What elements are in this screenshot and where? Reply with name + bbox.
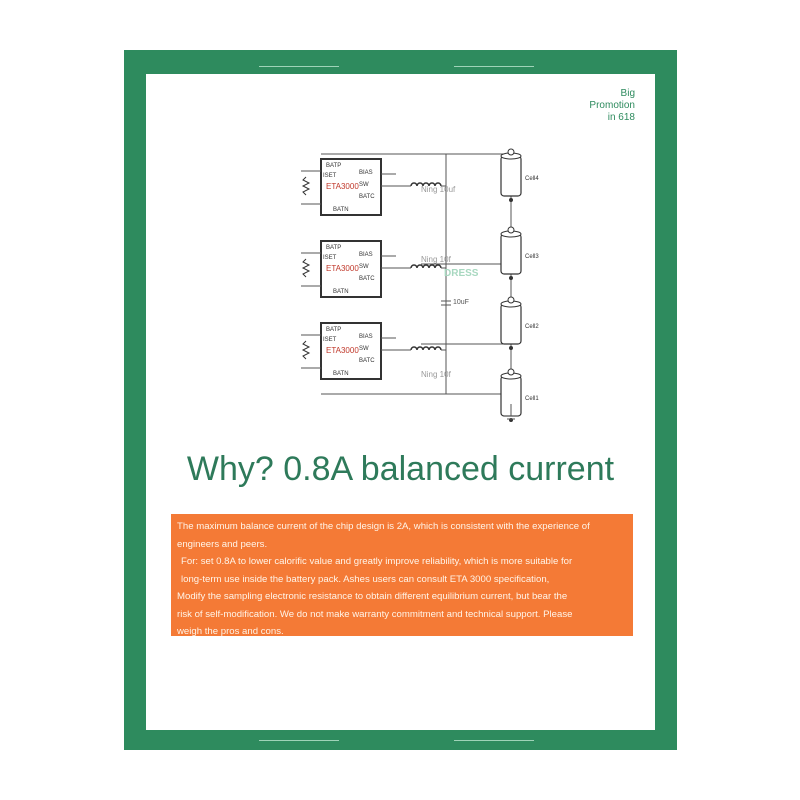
battery-cell: Cell2 — [500, 296, 539, 350]
junction-dot — [509, 276, 513, 280]
capacitor-10uf — [441, 300, 451, 306]
note-line: weigh the pros and cons. — [177, 626, 284, 637]
chip-pin-label: BATN — [333, 289, 349, 295]
cap-label: Ning 10f — [421, 255, 452, 264]
chip-pin-label: ISET — [323, 173, 337, 179]
note-line: long-term use inside the battery pack. A… — [181, 573, 550, 585]
cell-body — [500, 303, 522, 345]
chip-pin-label: BIAS — [359, 252, 373, 258]
chip-body — [320, 322, 382, 380]
note-line: For: set 0.8A to lower calorific value a… — [181, 556, 573, 567]
note-line: Modify the sampling electronic resistanc… — [177, 591, 568, 602]
cell-label: Cell2 — [525, 324, 539, 330]
junction-dot — [509, 346, 513, 350]
cell-terminal — [507, 226, 515, 234]
cell-label: Cell3 — [525, 254, 539, 260]
chip-block: BATP BIAS SW BATC BATN ISET ETA3000 — [301, 158, 446, 216]
chip-pin-label: BATC — [359, 276, 375, 282]
cell-body — [500, 233, 522, 275]
chip-pin-label: BIAS — [359, 334, 373, 340]
inductor — [410, 346, 442, 351]
chip-pin-label: BATC — [359, 194, 375, 200]
chip-pin-label: ISET — [323, 255, 337, 261]
note-line: risk of self-modification. We do not mak… — [177, 608, 573, 620]
chip-pin-label: BATN — [333, 207, 349, 213]
circuit-schematic: BATPBIASSWBATCBATNISETETA3000BATPBIASSWB… — [301, 148, 539, 422]
chip-body — [320, 158, 382, 216]
green-frame: Big Promotion in 618 BATP BIAS SW BATC BATN I… — [124, 50, 677, 750]
chip-pin-label: BATN — [333, 371, 349, 377]
chip-pin-label: SW — [359, 264, 369, 270]
cell-terminal — [507, 148, 515, 156]
promotion-tag: Big Promotion in 618 — [565, 88, 635, 124]
resistor — [301, 176, 311, 196]
chip-pin-label: BIAS — [359, 170, 373, 176]
inductor — [410, 264, 442, 269]
junction-dot — [509, 198, 513, 202]
note-line: The maximum balance current of the chip … — [177, 521, 590, 532]
promo-line: Big — [620, 88, 635, 99]
chip-pin-label: SW — [359, 182, 369, 188]
cap-label: 10uF — [453, 299, 469, 306]
chip-name: ETA3000 — [326, 182, 359, 191]
promo-line: Promotion — [589, 100, 635, 111]
cell-body — [500, 155, 522, 197]
chip-name: ETA3000 — [326, 264, 359, 273]
resistor — [301, 258, 311, 278]
explanation-box: The maximum balance current of the chip … — [171, 514, 633, 637]
cap-label: Ning 10uf — [421, 185, 456, 194]
chip-body — [320, 240, 382, 298]
chip-name: ETA3000 — [326, 346, 359, 355]
chip-pin-label: BATP — [326, 163, 341, 169]
chip-block: BATP BIAS SW BATC BATN ISET ETA3000 — [301, 240, 446, 298]
battery-cell: Cell4 — [500, 148, 539, 202]
decor-line — [454, 740, 534, 741]
promo-line: in 618 — [607, 112, 635, 123]
cap-label: Ning 10f — [421, 370, 452, 379]
cell-label: Cell4 — [525, 176, 539, 182]
battery-cell: Cell1 — [500, 368, 539, 422]
decor-line — [259, 66, 339, 67]
cell-terminal — [507, 368, 515, 376]
chip-pin-label: ISET — [323, 337, 337, 343]
chip-pin-label: BATP — [326, 327, 341, 333]
cell-terminal — [507, 296, 515, 304]
watermark-text: DRESS — [444, 268, 479, 279]
decor-line — [259, 740, 339, 741]
ground-symbol — [504, 404, 518, 420]
inductor — [410, 182, 442, 187]
decor-line — [454, 66, 534, 67]
chip-pin-label: BATP — [326, 245, 341, 251]
battery-cell: Cell3 — [500, 226, 539, 280]
chip-pin-label: SW — [359, 346, 369, 352]
resistor — [301, 340, 311, 360]
headline: Why? 0.8A balanced current — [186, 450, 615, 488]
content-card: Big Promotion in 618 BATP BIAS SW BATC BATN I… — [146, 74, 655, 730]
note-line: engineers and peers. — [177, 538, 268, 550]
cell-label: Cell1 — [525, 396, 539, 402]
chip-block: BATP BIAS SW BATC BATN ISET ETA3000 — [301, 322, 446, 380]
chip-pin-label: BATC — [359, 358, 375, 364]
